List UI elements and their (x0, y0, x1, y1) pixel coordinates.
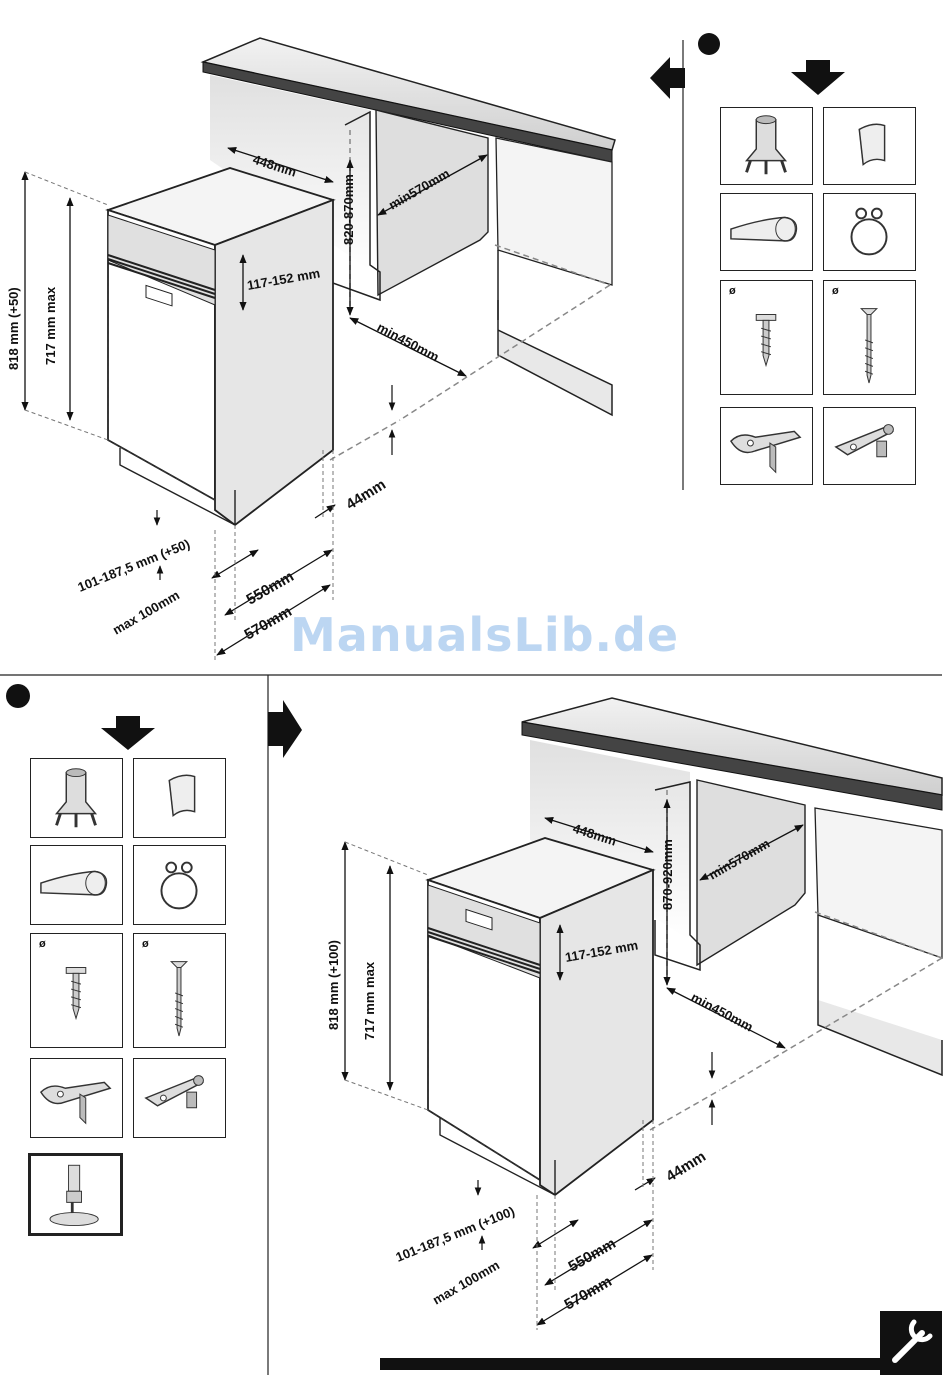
top-depth-550-label: 550mm (244, 568, 297, 609)
part-mounting-bracket-b (823, 407, 916, 485)
part-adjustable-foot (28, 1153, 123, 1236)
bottom-installation-diagram: 448mm 818 mm (+100) 717 mm max 117-152 m… (326, 698, 942, 1330)
bracket-icon (836, 425, 893, 457)
top-depth-570-label: 570mm (242, 603, 295, 644)
part-tape-strip (720, 193, 813, 271)
dishwasher-side (215, 200, 333, 525)
bottom-depth-550-label: 550mm (566, 1235, 619, 1276)
right-cabinet (815, 808, 942, 958)
right-cabinet-plinth (818, 1000, 942, 1075)
top-plinth-height-label: 101-187,5 mm (+50) (76, 536, 193, 595)
part-hose-clamp (133, 845, 226, 925)
top-plinth-label: 44mm (343, 476, 389, 513)
part-long-screw: ø (823, 280, 916, 395)
arrow-down-icon (101, 716, 155, 750)
tape-strip-icon (41, 871, 107, 895)
bottom-door-height-label: 717 mm max (362, 961, 377, 1040)
part-mounting-bracket-a (30, 1058, 123, 1138)
part-hose-clamp (823, 193, 916, 271)
bracket-icon (731, 431, 800, 472)
bracket-icon (146, 1076, 204, 1108)
short-screw-icon (756, 315, 776, 366)
part-foot-cap (720, 107, 813, 185)
part-tape-strip (30, 845, 123, 925)
bottom-niche-height-label: 870-920mm (660, 839, 675, 910)
top-total-height-label: 818 mm (+50) (6, 287, 21, 370)
section-marker-top (698, 33, 720, 55)
part-protective-foil (823, 107, 916, 185)
foil-icon (859, 124, 884, 164)
top-door-height-label: 717 mm max (43, 286, 58, 365)
top-max-offset-label: max 100mm (110, 587, 182, 637)
right-cabinet (496, 138, 612, 285)
part-short-screw: ø (720, 280, 813, 395)
part-mounting-bracket-b (133, 1058, 226, 1138)
arrow-right-icon (268, 700, 302, 758)
short-screw-icon (66, 968, 86, 1019)
hose-clamp-icon (161, 863, 196, 909)
section-marker-bottom (6, 684, 30, 708)
top-niche-height-label: 820-870mm (341, 174, 356, 245)
part-protective-foil (133, 758, 226, 838)
top-niche-width-label: min450mm (375, 319, 442, 364)
part-long-screw: ø (133, 933, 226, 1048)
part-short-screw: ø (30, 933, 123, 1048)
long-screw-icon (171, 962, 187, 1036)
foot-cap-icon (57, 769, 96, 828)
watermark: ManualsLib.de (290, 608, 679, 662)
dishwasher-side (540, 870, 653, 1195)
tape-strip-icon (731, 217, 797, 241)
foil-icon (169, 775, 194, 815)
bracket-icon (41, 1082, 110, 1123)
bottom-plinth-height-label: 101-187,5 mm (+100) (394, 1203, 517, 1264)
long-screw-icon (861, 309, 877, 383)
part-mounting-bracket-a (720, 407, 813, 485)
bottom-niche-width-label: min450mm (689, 989, 756, 1034)
adjustable-foot-icon (50, 1165, 98, 1225)
footer-bar (380, 1358, 880, 1370)
bottom-depth-570-label: 570mm (562, 1273, 615, 1314)
part-foot-cap (30, 758, 123, 838)
arrow-down-icon (791, 60, 845, 95)
right-cabinet-plinth (498, 300, 612, 415)
hose-clamp-icon (851, 209, 886, 255)
bottom-plinth-label: 44mm (663, 1148, 709, 1185)
bottom-total-height-label: 818 mm (+100) (326, 940, 341, 1030)
bottom-max-offset-label: max 100mm (430, 1257, 502, 1307)
arrow-left-icon (650, 57, 685, 99)
top-installation-diagram: 448mm 818 mm (+50) 717 mm max 117-152 mm… (6, 38, 615, 660)
foot-cap-icon (747, 116, 786, 174)
